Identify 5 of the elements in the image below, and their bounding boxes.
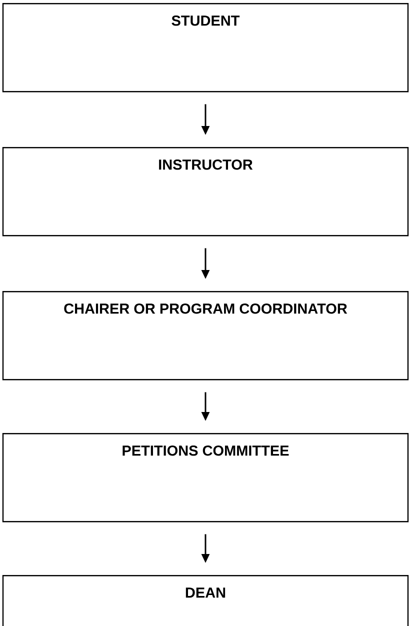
process-box: CHAIRER OR PROGRAM COORDINATOR xyxy=(2,291,409,380)
process-box: DEAN xyxy=(2,575,409,626)
process-box: STUDENT xyxy=(2,3,409,92)
process-box: INSTRUCTOR xyxy=(2,147,409,236)
process-box: PETITIONS COMMITTEE xyxy=(2,433,409,522)
